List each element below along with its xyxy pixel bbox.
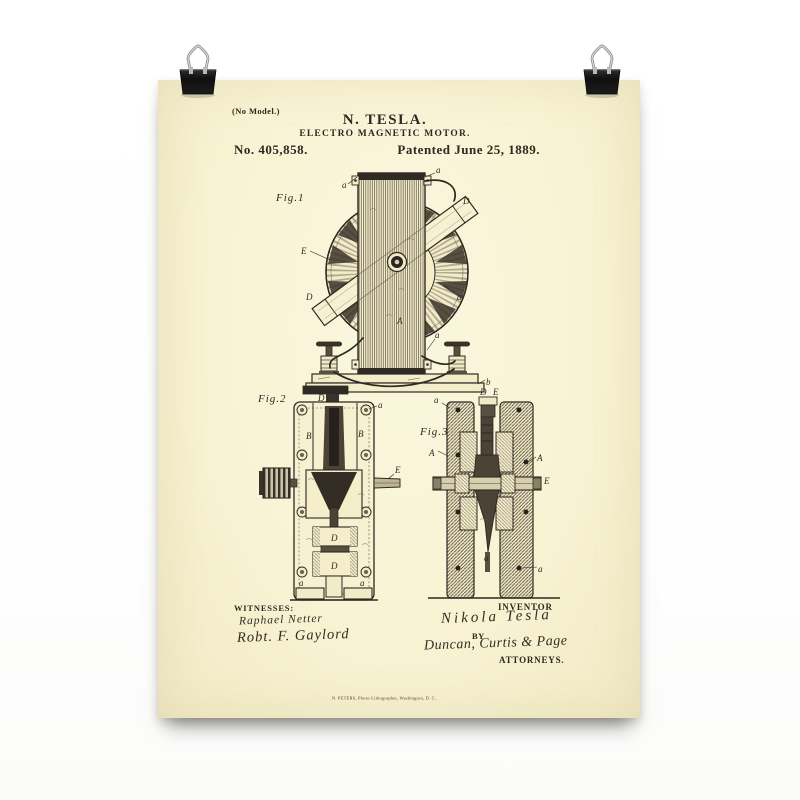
fig2-callout-a-frame: a <box>378 400 383 410</box>
fig3-callout-a-slab-right: A <box>536 453 543 463</box>
fig2-pulley <box>259 468 297 498</box>
clip-body <box>180 70 216 94</box>
fig3-label: Fig.3 <box>419 426 449 438</box>
fig1-callout-a-base: a <box>435 330 440 340</box>
clip-arm-left <box>189 67 193 74</box>
clip-arm-left <box>593 67 597 74</box>
fig3-callout-e-shaft: E <box>543 476 550 486</box>
lithographer-imprint: N. PETERS, Photo-Lithographer, Washingto… <box>327 696 442 701</box>
fig3-shaft <box>433 474 541 493</box>
fig3-section-view: Fig.3 <box>419 387 560 598</box>
shaft-hub <box>388 253 407 272</box>
binding-post-right <box>444 342 470 375</box>
rotor-core <box>352 173 431 375</box>
fig2-callout-d-top: D <box>317 393 325 403</box>
fig1-callout-a-ring-right: a <box>457 292 462 302</box>
fig3-callout-e-top: E <box>492 387 499 397</box>
fig2-callout-a-foot-left: a <box>299 578 304 588</box>
fig1-callout-a-top-left: a <box>342 180 347 190</box>
fig3-callout-a-slab-left: A <box>428 448 435 458</box>
fig3-callout-a-slab-bottom: a <box>538 564 543 574</box>
fig2-callout-e-shaft: E <box>394 465 401 475</box>
patent-poster: (No Model.) N. TESLA. ELECTRO MAGNETIC M… <box>158 80 640 718</box>
fig2-callout-d-block-lower: D <box>330 561 338 571</box>
fig3-callout-d-top: D <box>479 387 487 397</box>
fig1-label: Fig.1 <box>275 192 305 204</box>
binder-clip-left <box>172 40 224 100</box>
fig2-shaft <box>374 478 400 488</box>
attorneys-label: ATTORNEYS. <box>499 655 564 665</box>
fig2-front-view: Fig.2 <box>257 386 401 600</box>
fig1-callout-a-top-right: a <box>436 165 441 175</box>
fig3-top-collar <box>479 397 497 417</box>
fig1-motor-elevation: Fig.1 <box>275 165 491 392</box>
clip-arm-right <box>607 67 611 74</box>
binder-clip-right <box>576 40 628 100</box>
top-cap-bar <box>303 386 348 394</box>
clip-arm-right <box>203 67 207 74</box>
binding-post-left <box>316 342 342 375</box>
fig1-callout-d-lower: D <box>305 292 313 302</box>
fig2-callout-b-right: B <box>358 429 364 439</box>
fig2-callout-a-foot-right: a <box>360 578 365 588</box>
fig2-callout-d-block-upper: D <box>330 533 338 543</box>
patent-drawing: Fig.1 <box>158 80 640 718</box>
fig3-callout-a-top-left: a <box>434 395 439 405</box>
fig1-callout-b-base: b <box>486 377 491 387</box>
witnesses-heading: WITNESSES: <box>234 603 294 613</box>
fig2-label: Fig.2 <box>257 393 287 405</box>
clip-body <box>584 70 620 94</box>
fig1-callout-e-ring: E <box>300 246 307 256</box>
fig2-callout-b-left: B <box>306 431 312 441</box>
fig1-callout-d-upper: D <box>462 196 470 206</box>
fig1-callout-a-core: A <box>396 316 403 326</box>
fig3-callout-a-spindle: a <box>484 553 489 563</box>
